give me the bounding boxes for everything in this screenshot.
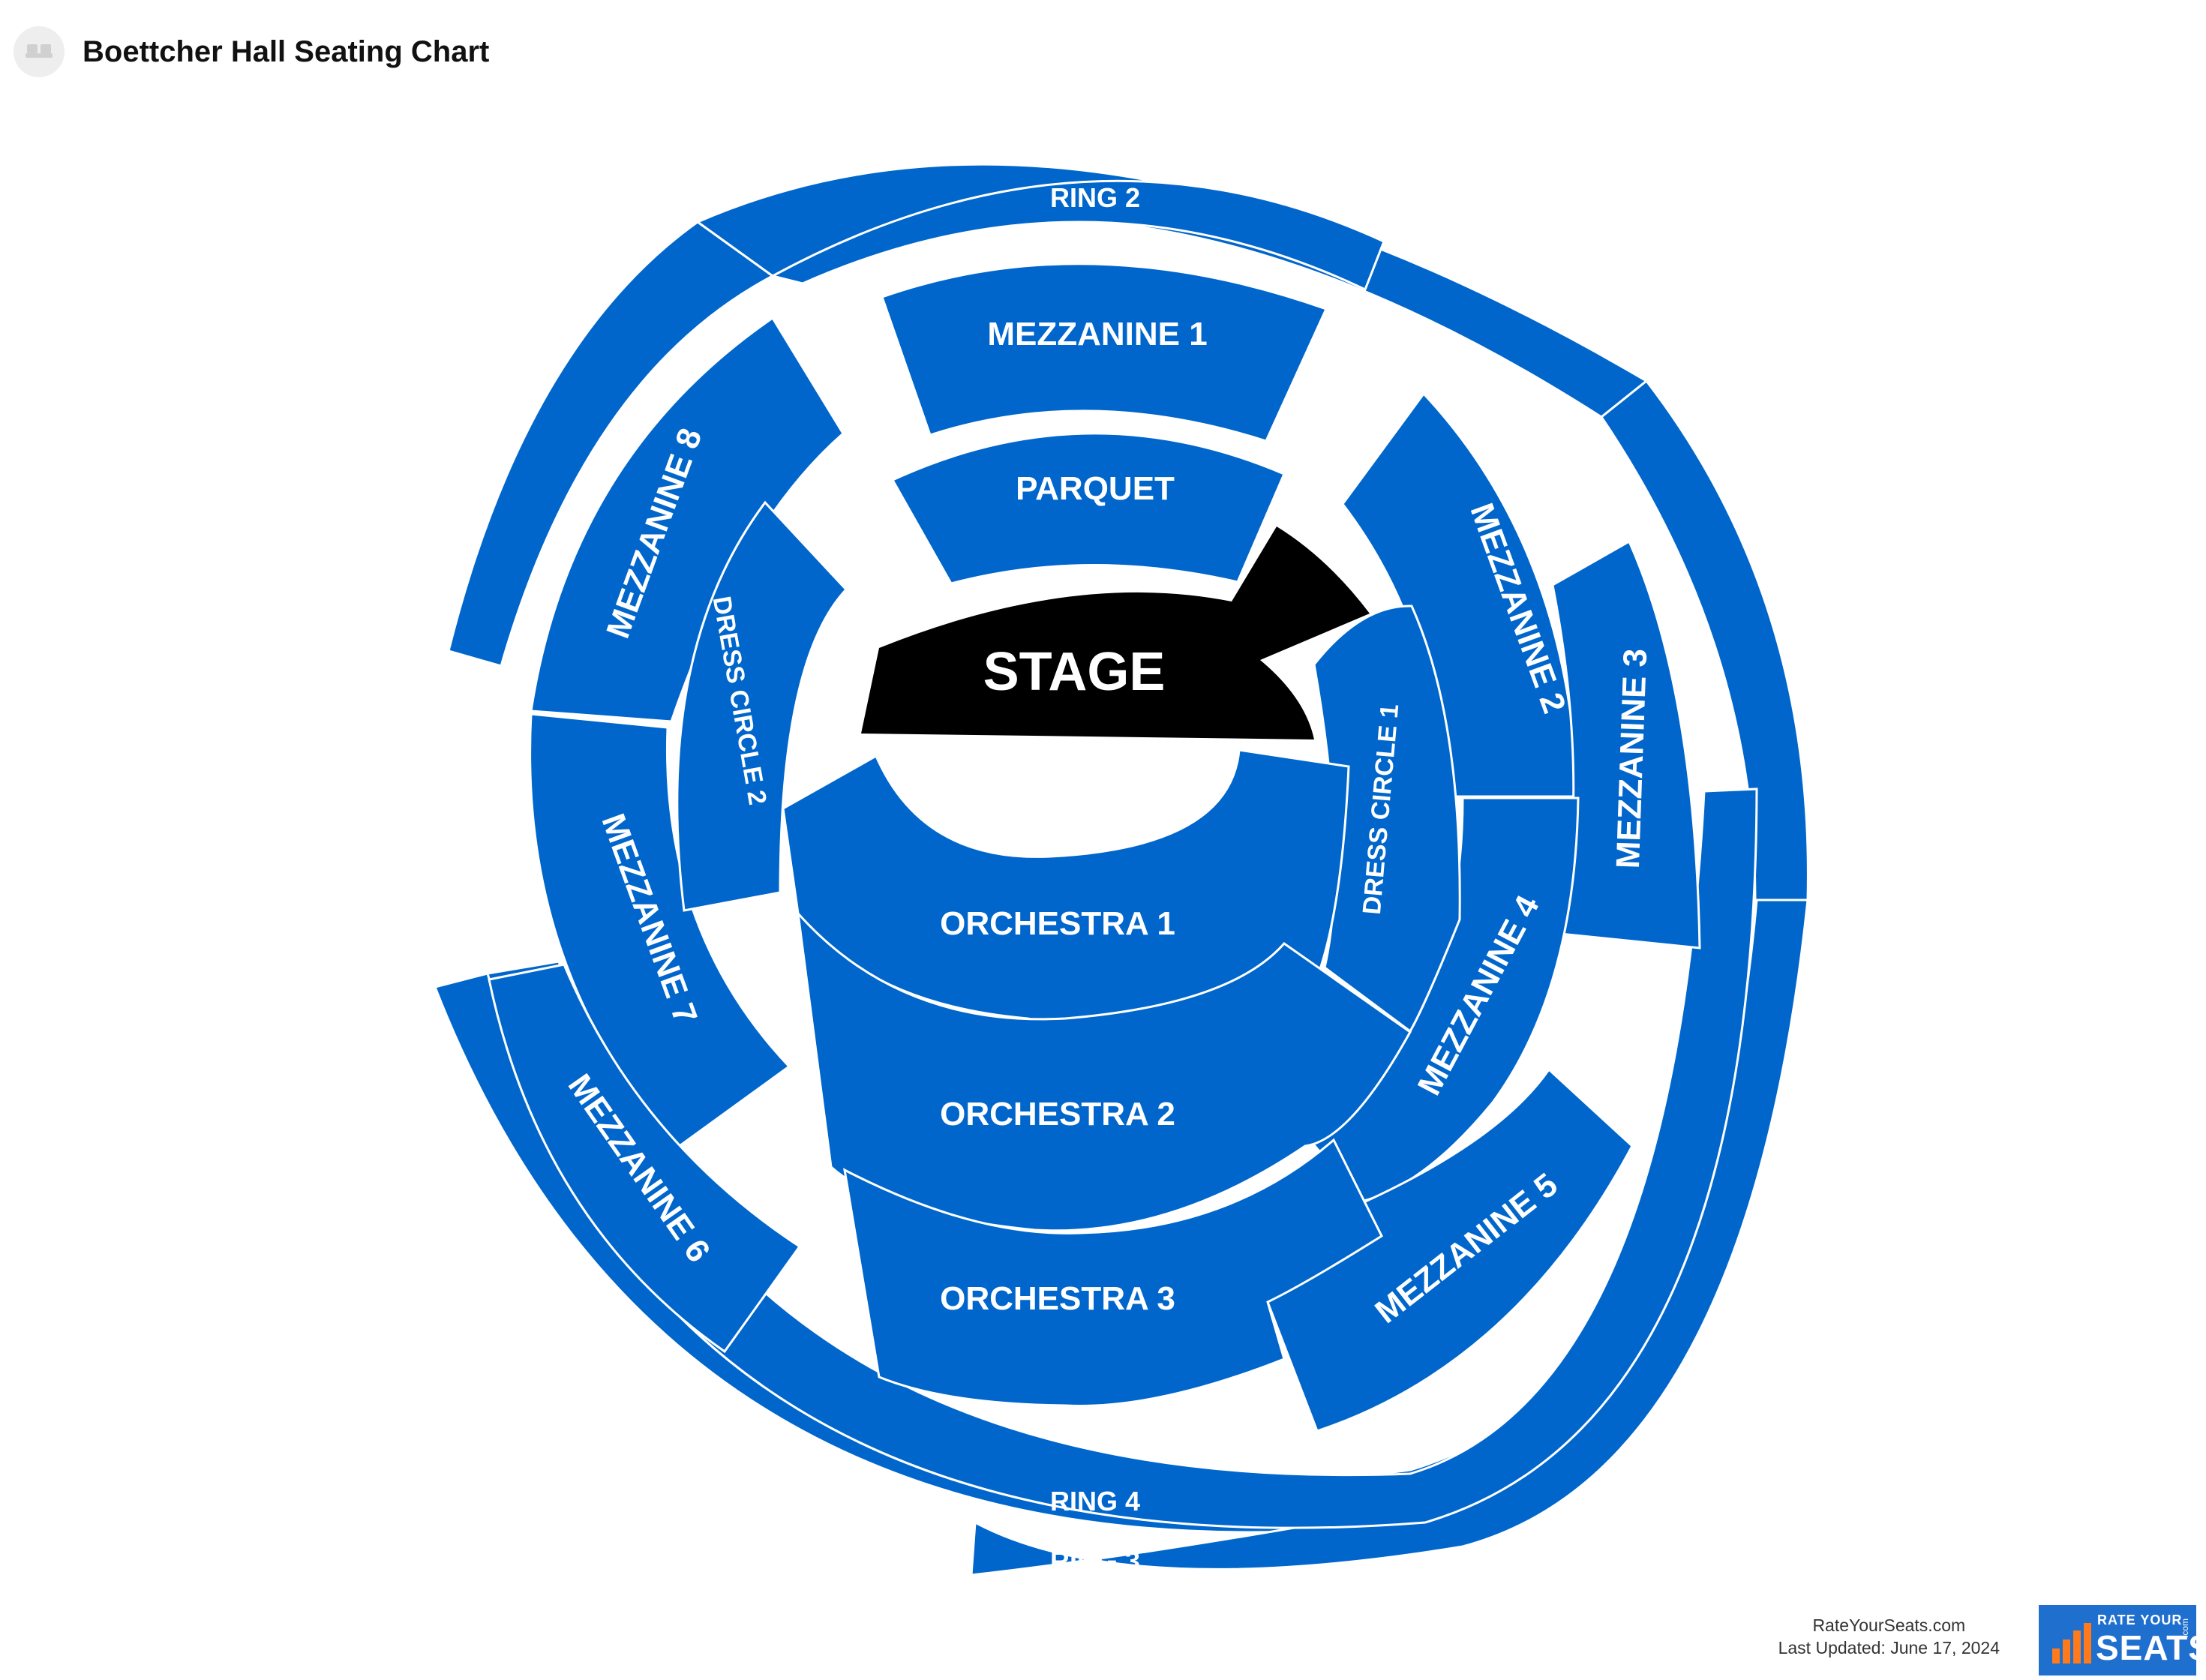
bar-chart-icon <box>2052 1623 2091 1664</box>
section-dress-circle-2[interactable] <box>676 500 848 912</box>
footer-updated: Last Updated: June 17, 2024 <box>1778 1638 2000 1658</box>
footer: RateYourSeats.com Last Updated: June 17,… <box>1778 1614 2000 1659</box>
section-parquet[interactable] <box>890 432 1286 585</box>
section-ring-4[interactable] <box>486 788 1758 1529</box>
section-mezzanine-1[interactable] <box>881 262 1328 442</box>
label-mezzanine-1: MEZZANINE 1 <box>987 316 1207 352</box>
brand-small: RATE YOUR <box>2097 1612 2183 1628</box>
label-orchestra-2: ORCHESTRA 2 <box>940 1096 1175 1132</box>
label-ring-1: RING 1 <box>1050 122 1140 153</box>
label-ring-2: RING 2 <box>1050 182 1140 213</box>
label-orchestra-1: ORCHESTRA 1 <box>940 905 1175 942</box>
label-stage: STAGE <box>983 642 1166 702</box>
section-orchestra-1[interactable] <box>782 748 1350 1029</box>
label-orchestra-3: ORCHESTRA 3 <box>940 1280 1175 1317</box>
label-mezzanine-3: MEZZANINE 3 <box>1610 648 1654 869</box>
label-parquet: PARQUET <box>1016 470 1175 507</box>
brand-logo[interactable]: RATE YOUR SEATS .com <box>2039 1605 2206 1676</box>
section-ring-2[interactable] <box>769 179 1385 292</box>
page-title: Boettcher Hall Seating Chart <box>83 34 490 68</box>
section-mezzanine-3[interactable] <box>1551 539 1701 950</box>
seat-icon <box>14 26 65 77</box>
brand-big: SEATS <box>2096 1628 2206 1667</box>
label-ring-4: RING 4 <box>1050 1486 1140 1516</box>
label-ring-3: RING 3 <box>1050 1546 1140 1576</box>
header: Boettcher Hall Seating Chart <box>14 26 489 78</box>
section-mezzanine-8[interactable] <box>530 316 845 723</box>
section-orchestra-3[interactable] <box>843 1138 1383 1407</box>
section-mezzanine-6[interactable] <box>488 963 802 1354</box>
footer-site[interactable]: RateYourSeats.com <box>1812 1616 1966 1635</box>
brand-com: .com <box>2180 1618 2190 1638</box>
stage <box>861 526 1370 740</box>
section-ring-1-left[interactable] <box>447 220 775 668</box>
